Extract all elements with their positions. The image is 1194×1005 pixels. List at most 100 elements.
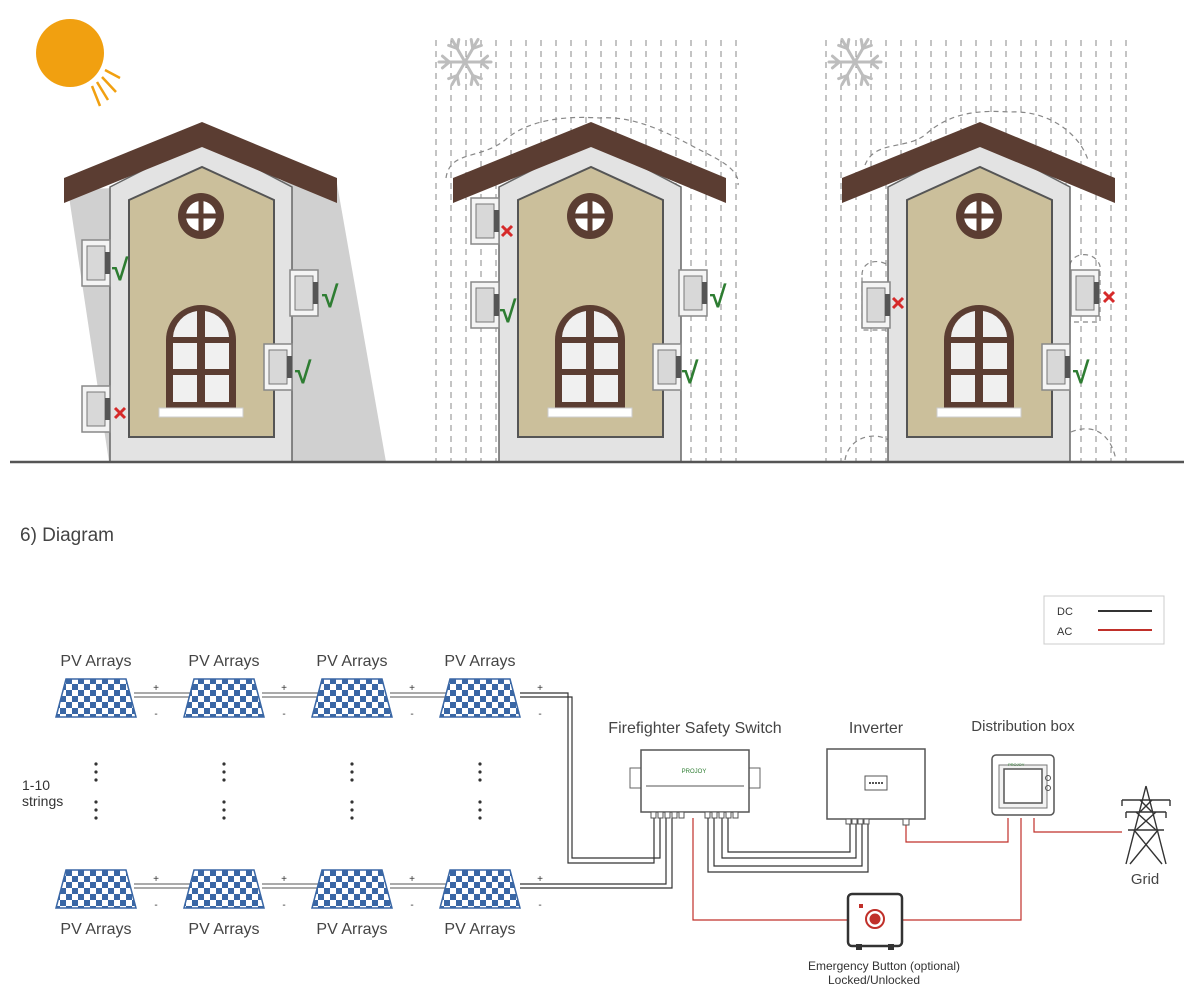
snowflake-icon <box>827 37 883 87</box>
switch-box <box>263 343 293 391</box>
pv-panel <box>55 678 137 718</box>
pv-panel <box>311 678 393 718</box>
legend-dc-label: DC <box>1057 606 1073 618</box>
strings-label: strings <box>22 793 63 809</box>
ellipsis-dot <box>222 770 226 774</box>
dc-wire <box>727 818 851 853</box>
ellipsis-dot <box>478 770 482 774</box>
switch-box <box>81 239 111 287</box>
minus-terminal: - <box>154 900 157 911</box>
sun-icon <box>36 19 121 107</box>
minus-terminal: - <box>282 900 285 911</box>
snow-drift <box>445 116 739 186</box>
dc-wire <box>707 818 869 873</box>
ellipsis-dot <box>222 762 226 766</box>
ellipsis-dot <box>478 778 482 782</box>
ellipsis-dot <box>350 808 354 812</box>
legend-ac-label: AC <box>1057 626 1072 638</box>
legend: DC AC <box>1043 595 1165 645</box>
ac-wire <box>1033 818 1122 833</box>
minus-terminal: - <box>410 709 413 720</box>
pv-panel <box>439 869 521 909</box>
inverter: Inverter <box>826 720 926 826</box>
pv-panel <box>311 869 393 909</box>
pv-arrays-label: PV Arrays <box>188 653 259 670</box>
ellipsis-dot <box>94 762 98 766</box>
switch-box <box>678 269 708 317</box>
switch-brand: PROJOY <box>682 769 707 775</box>
pv-arrays-label: PV Arrays <box>316 653 387 670</box>
distribution-display <box>1003 768 1043 804</box>
house <box>64 122 337 463</box>
ellipsis-dot <box>478 800 482 804</box>
dc-wire <box>520 818 673 889</box>
grid-label: Grid <box>1131 871 1159 888</box>
distribution-box-label: Distribution box <box>971 718 1075 735</box>
plus-terminal: + <box>281 874 287 885</box>
cross-icon <box>113 406 127 420</box>
switch-box <box>1041 343 1071 391</box>
switch-box <box>861 281 891 329</box>
dc-wire <box>520 692 655 864</box>
ellipsis-dot <box>222 816 226 820</box>
plus-terminal: + <box>409 683 415 694</box>
red-button-icon <box>869 913 881 925</box>
ellipsis-dot <box>478 808 482 812</box>
minus-terminal: - <box>154 709 157 720</box>
ellipsis-dot <box>350 816 354 820</box>
check-icon: √ <box>112 254 129 287</box>
check-icon: √ <box>1073 357 1090 390</box>
scene-deep-snow: √ <box>825 37 1127 463</box>
ellipsis-dot <box>94 778 98 782</box>
switch-box <box>470 281 500 329</box>
strings-count-label: 1-10 <box>22 777 50 793</box>
emergency-button-state: Locked/Unlocked <box>828 973 920 987</box>
switch-label: Firefighter Safety Switch <box>608 720 781 737</box>
pv-arrays-label: PV Arrays <box>444 921 515 938</box>
ellipsis-dot <box>94 770 98 774</box>
dc-wire <box>520 818 667 885</box>
switch-body <box>640 749 750 813</box>
pv-arrays-label: PV Arrays <box>188 921 259 938</box>
cross-icon <box>1102 290 1116 304</box>
ellipsis-dot <box>478 816 482 820</box>
switch-box <box>652 343 682 391</box>
house-facade <box>906 165 1053 438</box>
switch-box <box>1070 269 1100 317</box>
house-roof <box>842 122 1115 203</box>
pv-panel <box>183 869 265 909</box>
cross-icon <box>891 296 905 310</box>
ac-wire <box>905 818 1009 843</box>
pv-panel <box>439 678 521 718</box>
ellipsis-dot <box>478 762 482 766</box>
scene-snow: √√√ <box>435 37 739 463</box>
pv-arrays-label: PV Arrays <box>60 921 131 938</box>
plus-terminal: + <box>153 874 159 885</box>
plus-terminal: + <box>281 683 287 694</box>
pv-panel <box>183 678 265 718</box>
plus-terminal: + <box>153 683 159 694</box>
house <box>453 122 726 463</box>
pv-panel <box>55 869 137 909</box>
legend-box <box>1043 595 1165 645</box>
house-roof <box>453 122 726 203</box>
switch-box <box>81 385 111 433</box>
inverter-label: Inverter <box>849 720 904 737</box>
check-icon: √ <box>710 281 727 314</box>
switch-box <box>470 197 500 245</box>
dc-wire <box>721 818 857 859</box>
check-icon: √ <box>500 296 517 329</box>
house <box>842 122 1115 463</box>
ellipsis-dot <box>94 808 98 812</box>
scene-sun: √√√ <box>36 19 386 463</box>
snow-pile <box>844 435 890 461</box>
plus-terminal: + <box>537 874 543 885</box>
emergency-button: Emergency Button (optional)Locked/Unlock… <box>808 892 960 987</box>
pv-arrays-label: PV Arrays <box>316 921 387 938</box>
switch-box <box>289 269 319 317</box>
section-title: 6) Diagram <box>20 525 114 546</box>
